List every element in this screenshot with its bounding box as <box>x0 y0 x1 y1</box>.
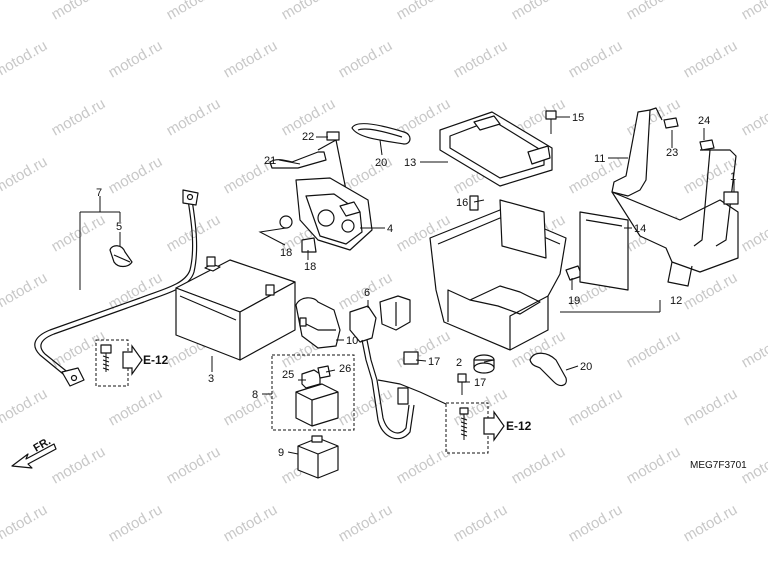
callout-5: 5 <box>116 221 122 233</box>
watermark-text: motod.ru <box>566 37 626 81</box>
watermark-text: motod.ru <box>164 211 224 255</box>
callout-4: 4 <box>387 223 393 235</box>
watermark-layer: motod.ru motod.ru motod.ru motod.ru motod.ru… <box>0 0 768 545</box>
callout-26: 26 <box>339 363 351 375</box>
watermark-text: motod.ru <box>0 385 50 429</box>
watermark-text: motod.ru <box>681 385 741 429</box>
watermark-text: motod.ru <box>394 443 454 487</box>
watermark-text: motod.ru <box>164 95 224 139</box>
band-part <box>530 353 566 385</box>
watermark-text: motod.ru <box>624 95 684 139</box>
callout-11: 11 <box>594 153 605 165</box>
watermark-text: motod.ru <box>739 95 768 139</box>
callout-20: 20 <box>580 361 592 373</box>
watermark-text: motod.ru <box>681 501 741 545</box>
callout-1: 1 <box>730 171 736 183</box>
watermark-text: motod.ru <box>221 37 281 81</box>
watermark-text: motod.ru <box>49 211 109 255</box>
watermark-text: motod.ru <box>451 501 511 545</box>
pad-part <box>580 212 628 290</box>
callout-22: 21 <box>264 155 276 167</box>
watermark-text: motod.ru <box>336 385 396 429</box>
watermark-text: motod.ru <box>279 0 339 23</box>
ref-arrow-right: E-12 <box>484 412 532 440</box>
watermark-text: motod.ru <box>221 501 281 545</box>
watermark-text: motod.ru <box>739 0 768 23</box>
callout-13: 13 <box>404 157 416 169</box>
ref-arrow-left: E-12 <box>123 346 169 374</box>
watermark-text: motod.ru <box>49 0 109 23</box>
terminal-cover-part <box>296 298 340 348</box>
watermark-text: motod.ru <box>106 153 166 197</box>
battery-holder-part <box>270 132 372 252</box>
callout-21: 20 <box>375 157 387 169</box>
watermark-text: motod.ru <box>221 385 281 429</box>
watermark-text: motod.ru <box>739 211 768 255</box>
watermark-text: motod.ru <box>624 443 684 487</box>
watermark-text: motod.ru <box>509 443 569 487</box>
watermark-text: motod.ru <box>624 327 684 371</box>
callout-24b: 24 <box>698 115 710 127</box>
callout-18a: 18 <box>280 247 292 259</box>
callout-15: 15 <box>572 112 584 124</box>
watermark-text: motod.ru <box>0 501 50 545</box>
watermark-text: motod.ru <box>164 0 224 23</box>
callout-7: 7 <box>96 187 102 199</box>
ref-label-left: E-12 <box>143 353 169 367</box>
callout-17a: 17 <box>428 356 440 368</box>
watermark-text: motod.ru <box>0 153 50 197</box>
watermark-text: motod.ru <box>106 501 166 545</box>
relay-part <box>298 436 338 478</box>
watermark-text: motod.ru <box>566 501 626 545</box>
watermark-text: motod.ru <box>164 443 224 487</box>
watermark-text: motod.ru <box>566 385 626 429</box>
callout-9: 9 <box>278 447 284 459</box>
watermark-text: motod.ru <box>451 37 511 81</box>
callout-14: 14 <box>634 223 646 235</box>
watermark-text: motod.ru <box>0 269 50 313</box>
front-arrow: FR. <box>12 435 56 468</box>
watermark-text: motod.ru <box>681 37 741 81</box>
clamp-part <box>110 246 132 267</box>
watermark-text: motod.ru <box>336 501 396 545</box>
watermark-text: motod.ru <box>106 37 166 81</box>
callout-12: 12 <box>670 295 682 307</box>
callout-19: 19 <box>568 295 580 307</box>
callout-23: 22 <box>302 131 314 143</box>
callout-18b: 18 <box>304 261 316 273</box>
watermark-text: motod.ru <box>624 0 684 23</box>
screw-part <box>546 111 556 134</box>
callout-2: 2 <box>456 357 462 369</box>
watermark-text: motod.ru <box>509 0 569 23</box>
watermark-text: motod.ru <box>49 327 109 371</box>
callout-3: 3 <box>208 373 214 385</box>
watermark-text: motod.ru <box>106 385 166 429</box>
callout-10: 10 <box>346 335 358 347</box>
ref-label-right: E-12 <box>506 419 532 433</box>
callout-6: 6 <box>364 287 370 299</box>
watermark-text: motod.ru <box>739 327 768 371</box>
watermark-text: motod.ru <box>49 95 109 139</box>
watermark-text: motod.ru <box>49 443 109 487</box>
callout-8: 8 <box>252 389 258 401</box>
watermark-text: motod.ru <box>394 0 454 23</box>
callout-17b: 17 <box>474 377 486 389</box>
callout-16: 16 <box>456 197 468 209</box>
watermark-text: motod.ru <box>394 327 454 371</box>
callout-24a: 23 <box>666 147 678 159</box>
callout-25: 25 <box>282 369 294 381</box>
watermark-text: motod.ru <box>0 37 50 81</box>
diagram-code: MEG7F3701 <box>690 460 747 471</box>
watermark-text: motod.ru <box>336 37 396 81</box>
